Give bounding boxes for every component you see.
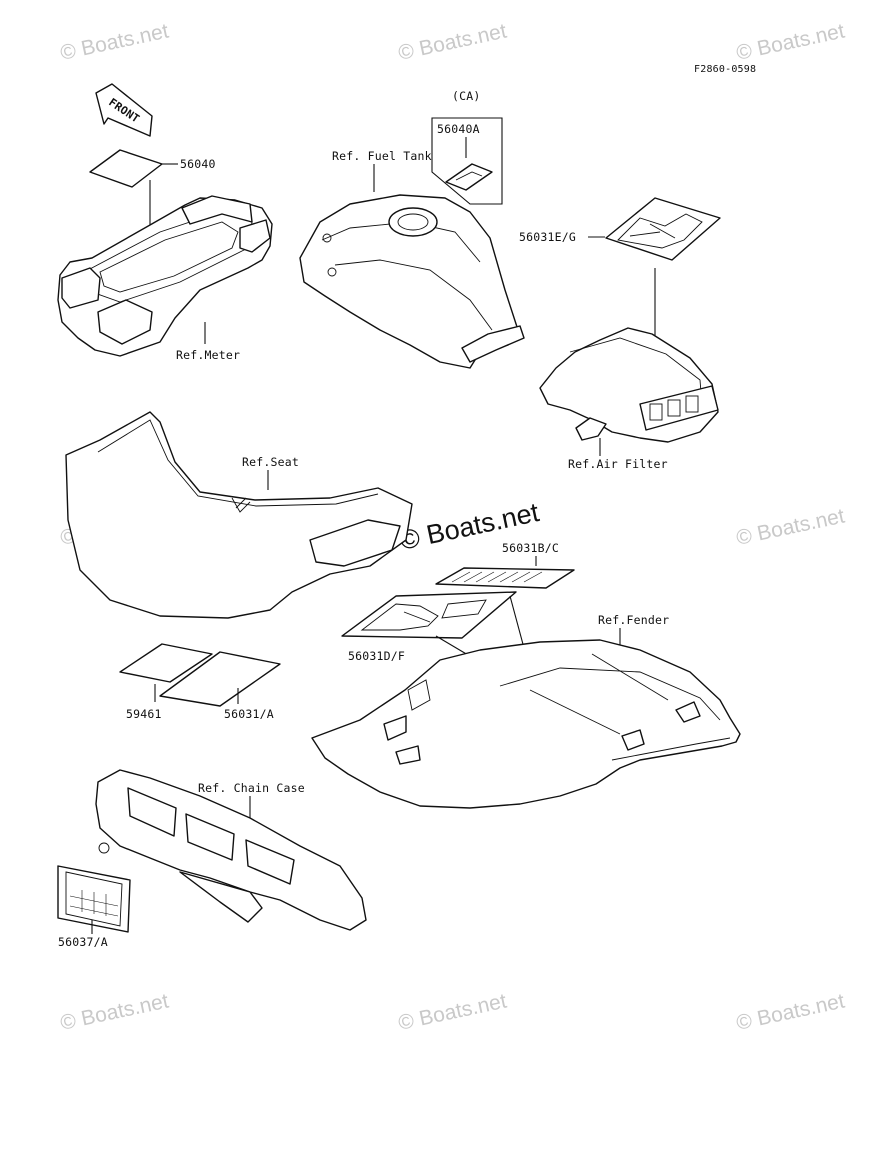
sticker-56040: [89, 149, 163, 188]
label-ref-meter: Ref.Meter: [176, 348, 240, 362]
watermark: © Boats.net: [734, 504, 847, 549]
label-ref-air-filter: Ref.Air Filter: [568, 457, 668, 471]
label-ref-fuel-tank: Ref. Fuel Tank: [332, 149, 432, 163]
label-59461: 59461: [126, 707, 162, 721]
label-ref-fender: Ref.Fender: [598, 613, 669, 627]
watermark: © Boats.net: [58, 19, 171, 64]
watermark: © Boats.net: [734, 19, 847, 64]
watermark: © Boats.net: [734, 989, 847, 1034]
label-ref-seat: Ref.Seat: [242, 455, 299, 469]
fender-assembly: 56031B/C 56031D/F Ref.Fender: [311, 541, 741, 809]
sticker-56037a-group: 56037/A: [57, 865, 131, 949]
label-ca: (CA): [452, 89, 481, 103]
watermark: © Boats.net: [58, 989, 171, 1034]
watermark: © Boats.net: [396, 19, 509, 64]
sticker-56031eg: [605, 197, 721, 261]
fuel-tank-assembly: Ref. Fuel Tank: [299, 149, 525, 369]
label-56040: 56040: [180, 157, 216, 171]
label-56031a: 56031/A: [224, 707, 274, 721]
sticker-56031bc: [435, 567, 575, 589]
seat-stickers: 59461 56031/A: [119, 643, 281, 721]
label-56040a: 56040A: [437, 122, 480, 136]
sticker-56040a: [445, 163, 493, 191]
ca-56040a-group: (CA) 56040A: [431, 89, 503, 205]
label-56037a: 56037/A: [58, 935, 108, 949]
sticker-56031a: [159, 651, 281, 707]
seat-assembly: Ref.Seat: [65, 411, 413, 619]
watermark: © Boats.net: [396, 989, 509, 1034]
label-56031df: 56031D/F: [348, 649, 405, 663]
meter-assembly: 56040 Ref.Meter: [57, 149, 273, 362]
sticker-56031df: [341, 591, 517, 639]
ca-box: [431, 117, 503, 205]
label-56031eg: 56031E/G: [519, 230, 576, 244]
fender-body: [311, 639, 741, 809]
air-filter-assembly: 56031E/G Ref.Air Filter: [519, 197, 721, 471]
chain-case-assembly: Ref. Chain Case: [95, 769, 367, 931]
air-filter-body: [539, 327, 719, 443]
sticker-59461: [119, 643, 213, 683]
front-arrow: FRONT: [95, 83, 153, 137]
diagram-code: F2860-0598: [694, 64, 756, 75]
label-ref-chain-case: Ref. Chain Case: [198, 781, 305, 795]
label-56031bc: 56031B/C: [502, 541, 559, 555]
seat-body: [65, 411, 413, 619]
